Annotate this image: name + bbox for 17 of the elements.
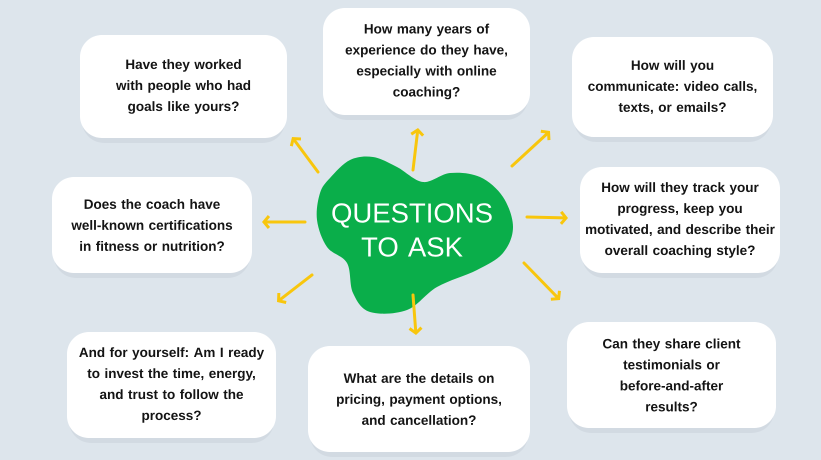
question-card: How many years of experience do they have, especially with online coaching? (323, 8, 530, 120)
arrow (410, 128, 424, 172)
question-card: Have they worked with people who had goals like yours? (80, 35, 287, 143)
question-card: And for yourself: Am I ready to invest the time, energy, and trust to follow the process? (67, 332, 276, 443)
arrow (277, 274, 314, 304)
arrow (290, 137, 320, 174)
question-card: Does the coach have well-known certifications in fitness or nutrition? (52, 177, 252, 278)
arrow (262, 215, 306, 229)
question-card: Can they share client testimonials or before-and-after results? (567, 322, 776, 433)
arrow (522, 262, 561, 301)
arrow (510, 130, 550, 168)
arrow (408, 294, 423, 335)
topic-blob: QUESTIONS TO ASK (316, 156, 513, 314)
arrow (526, 210, 568, 225)
question-card: How will they track your progress, keep you motivated, and describe their overall coaching style? (580, 167, 780, 278)
question-card: What are the details on pricing, payment options, and cancellation? (308, 346, 530, 457)
question-card: How will you communicate: video calls, texts, or emails? (572, 37, 773, 142)
